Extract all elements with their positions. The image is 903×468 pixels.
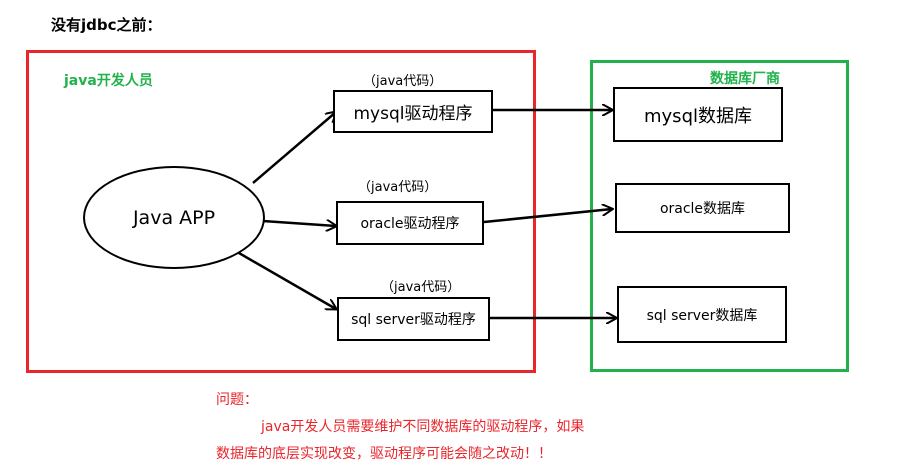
- note-heading: 问题：: [216, 392, 258, 408]
- vendor-group-frame: [590, 60, 849, 372]
- arrow-app-to-oracle-driver: [262, 221, 336, 226]
- oracle-driver-code-label: （java代码）: [358, 180, 438, 195]
- developer-group-frame: [26, 50, 536, 373]
- mysql-database-node: mysql数据库: [613, 87, 783, 142]
- arrow-app-to-sqlserver-driver: [231, 247, 336, 309]
- sqlserver-database-node: sql server数据库: [617, 286, 787, 343]
- mysql-driver-node: mysql驱动程序: [333, 90, 493, 133]
- java-app-node: Java APP: [83, 166, 265, 269]
- arrow-oracle-driver-to-db: [483, 209, 612, 224]
- developer-group-label: java开发人员: [64, 73, 153, 89]
- mysql-driver-code-label: （java代码）: [363, 74, 443, 89]
- oracle-database-node: oracle数据库: [615, 183, 790, 233]
- sqlserver-driver-code-label: （java代码）: [381, 280, 461, 295]
- sqlserver-driver-node: sql server驱动程序: [337, 297, 490, 341]
- page-title: 没有jdbc之前：: [51, 16, 162, 34]
- arrow-app-to-mysql-driver: [252, 112, 336, 184]
- vendor-group-label: 数据库厂商: [710, 71, 780, 87]
- note-line-2: 数据库的底层实现改变，驱动程序可能会随之改动！！: [216, 446, 552, 462]
- oracle-driver-node: oracle驱动程序: [336, 201, 484, 245]
- note-line-1: java开发人员需要维护不同数据库的驱动程序，如果: [261, 419, 585, 435]
